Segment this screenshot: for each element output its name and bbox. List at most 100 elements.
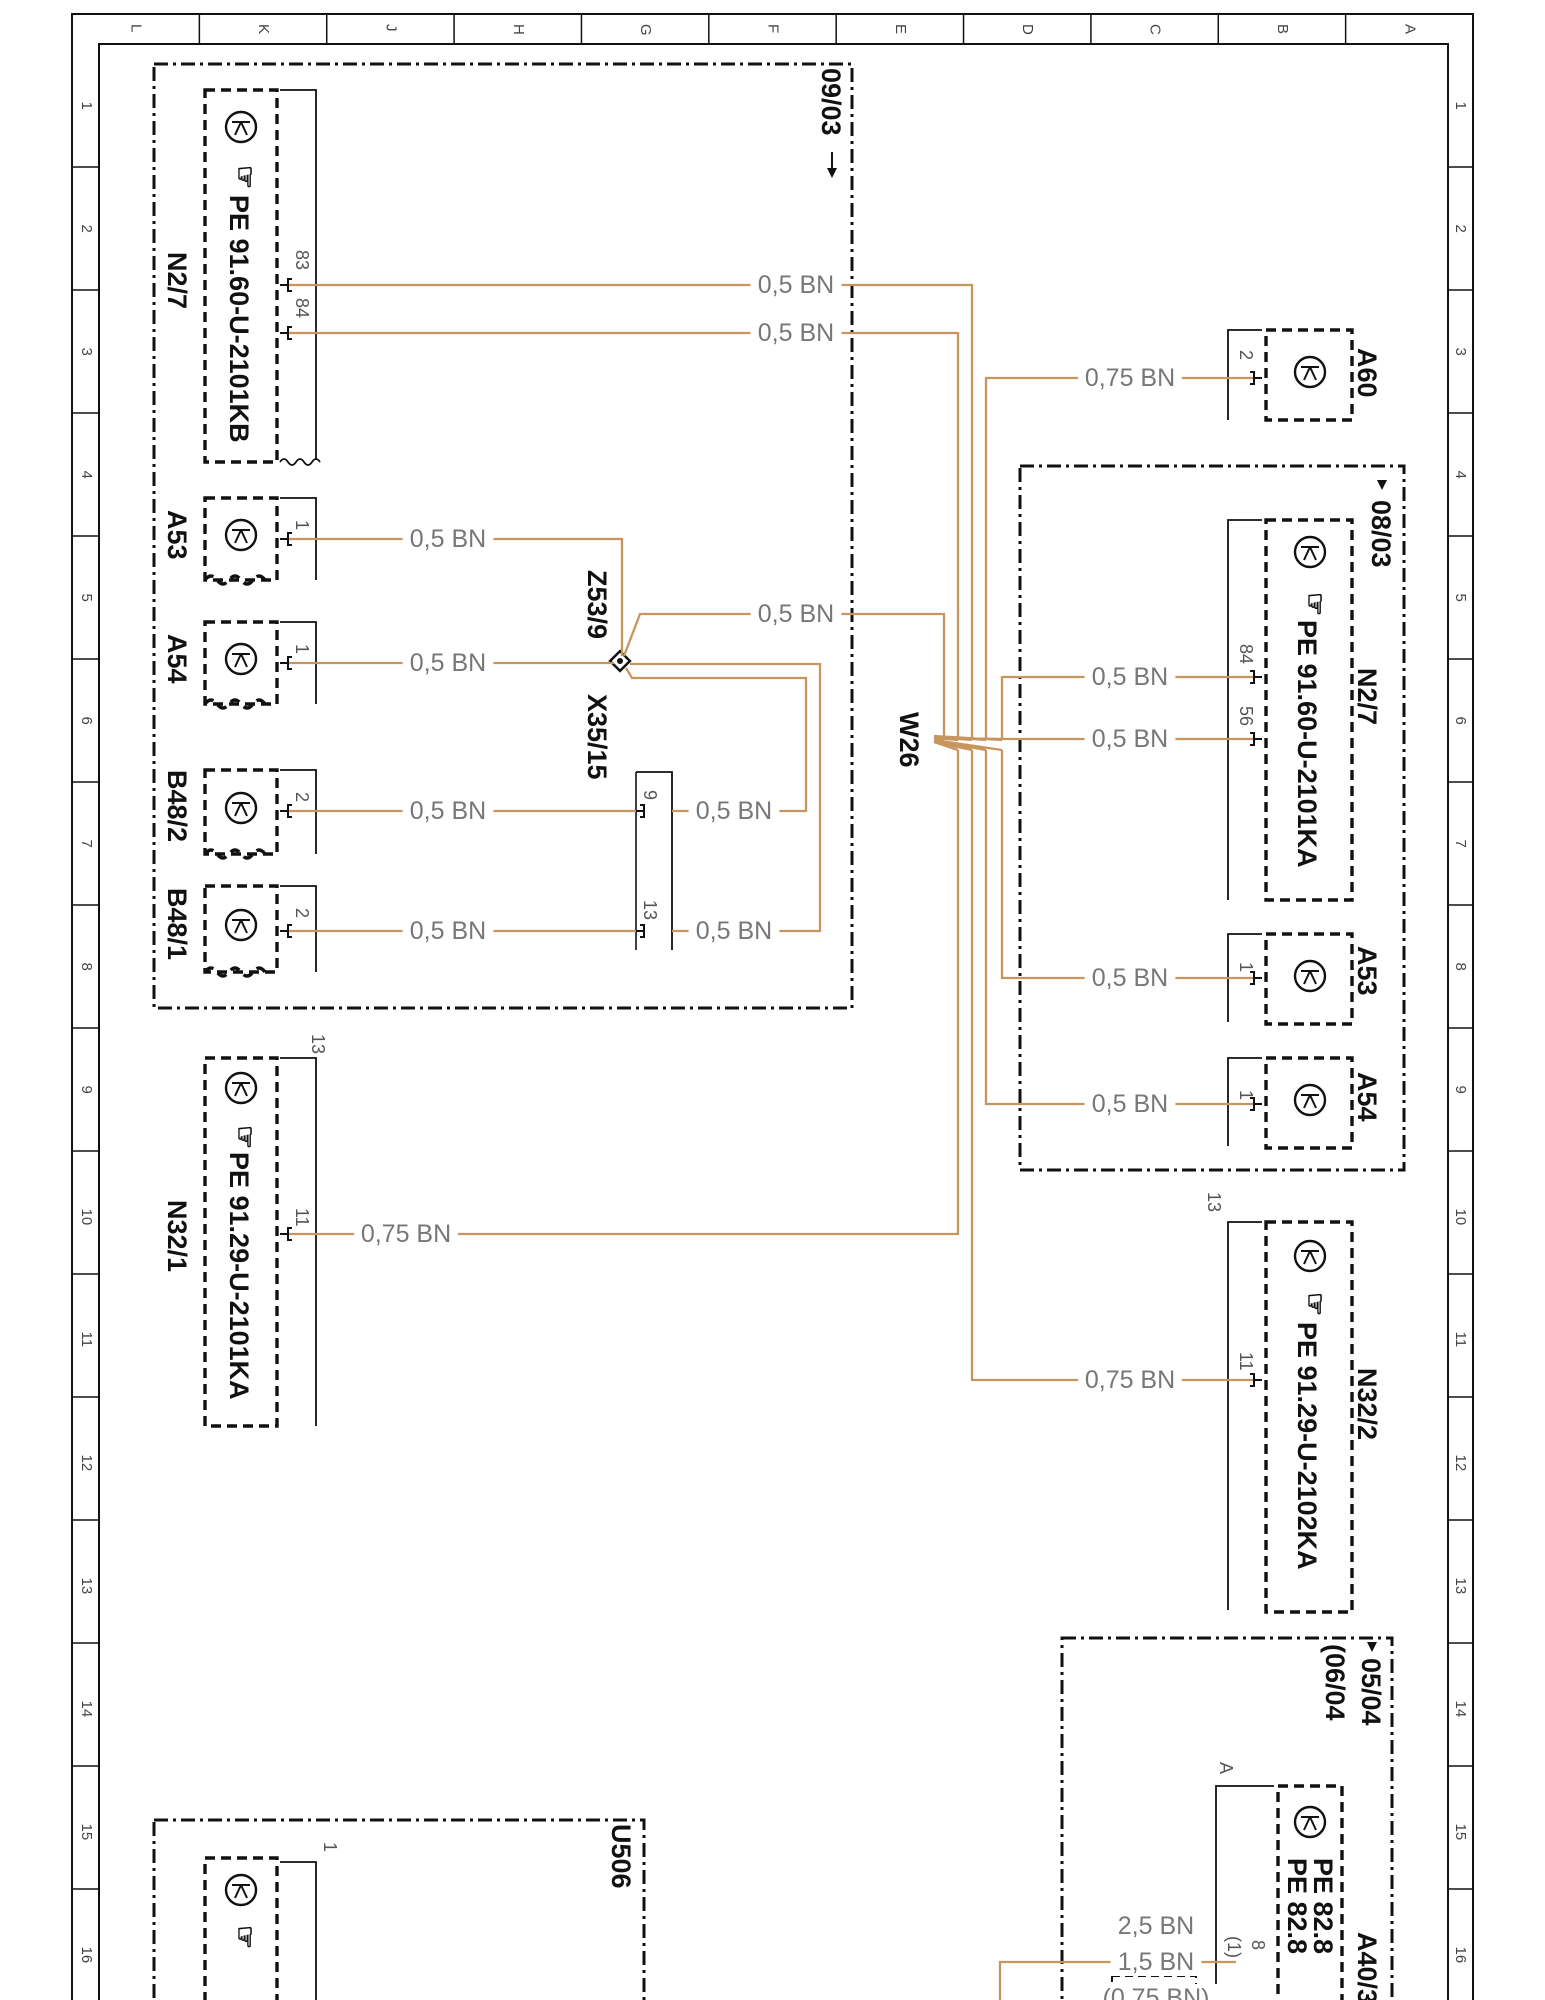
- box-a40-date2: (06/04: [1320, 1644, 1350, 1721]
- ruler-number: 2: [1452, 225, 1469, 233]
- ruler-letter: E: [892, 24, 909, 34]
- wire-label: 0,5 BN: [758, 271, 834, 299]
- ruler-number: 2: [78, 225, 95, 233]
- component-b48-2: 2 B48/2: [162, 768, 317, 860]
- component-a53-right: 1 A53: [1227, 932, 1382, 1026]
- component-b48-1: 2 B48/1: [162, 884, 317, 978]
- wire-label: 0,5 BN: [1092, 725, 1168, 753]
- n27-right-name: N2/7: [1352, 668, 1382, 725]
- ruler-letter: A: [1401, 24, 1418, 34]
- b48-2-name: B48/2: [162, 770, 192, 842]
- pin-2: 2: [292, 908, 312, 918]
- a40-part-2: PE 82.8: [1282, 1858, 1312, 1954]
- ruler-letter: K: [255, 24, 272, 34]
- ruler-number: 14: [78, 1701, 95, 1718]
- splice-z53-9: Z53/9: [582, 570, 632, 673]
- pin-56: 56: [1236, 706, 1256, 726]
- ruler-number: 13: [1452, 1578, 1469, 1595]
- box-u506-outline: [152, 1818, 646, 2000]
- component-a53-left: 1 A53: [162, 496, 317, 586]
- ruler-number: 16: [1452, 1947, 1469, 1964]
- ruler-letter: F: [765, 24, 782, 33]
- wire-label: 0,75 BN: [1085, 1366, 1175, 1394]
- ruler-number: 11: [1452, 1332, 1469, 1348]
- part-number-icon: ☞: [1300, 592, 1330, 616]
- ruler-number: 15: [78, 1824, 95, 1841]
- pin-2: 2: [1236, 350, 1256, 360]
- ruler-number: 3: [1452, 348, 1469, 356]
- w26-name: W26: [894, 712, 924, 768]
- pin-1: 1: [292, 520, 312, 530]
- part-number-icon: ☞: [230, 1125, 260, 1149]
- ruler-number: 10: [78, 1209, 95, 1226]
- wire-label: 0,5 BN: [410, 917, 486, 945]
- pin-1: 1: [320, 1842, 340, 1852]
- component-a60: 2 A60: [1227, 328, 1382, 422]
- ruler-number: 16: [78, 1947, 95, 1964]
- corner-A: A: [1216, 1762, 1236, 1774]
- pin-13: 13: [1204, 1192, 1224, 1212]
- wire-label: 0,5 BN: [696, 797, 772, 825]
- n27-left-part: PE 91.60-U-2101KB: [224, 195, 254, 443]
- wire-labels: 0,5 BN 0,5 BN 0,5 BN 0,5 BN 0,5 BN 0,5 BN 0,5 …: [354, 271, 1221, 2000]
- n27-left-name: N2/7: [162, 252, 192, 309]
- component-a54-left: 1 A54: [162, 620, 317, 710]
- ruler-number: 7: [1452, 840, 1469, 848]
- a40-name: A40/3: [1352, 1932, 1382, 2000]
- box-right-outline: [1018, 464, 1406, 1172]
- pin-terminals: [280, 278, 1262, 1387]
- component-n32-1: 13 11 ☞ PE 91.29-U-2101KA N32/1: [162, 1034, 328, 1428]
- ruler-number: 9: [1452, 1086, 1469, 1094]
- ruler-letter: J: [382, 24, 399, 32]
- component-a40: A 8 (1) PE 82.8 PE 82.8 A40/3: [1215, 1762, 1382, 2000]
- n32-1-part: PE 91.29-U-2101KA: [224, 1152, 254, 1400]
- ruler-number: 10: [1452, 1209, 1469, 1226]
- pin-2: 2: [292, 792, 312, 802]
- ruler-number: 6: [78, 717, 95, 725]
- ruler-letter: H: [510, 24, 527, 35]
- box-left-outline: [152, 62, 854, 1010]
- ruler-letter: G: [637, 24, 654, 36]
- ruler-number: 1: [78, 102, 95, 110]
- pin-84: 84: [1236, 644, 1256, 664]
- n32-2-part: PE 91.29-U-2102KA: [1292, 1322, 1322, 1570]
- wire-label: 1,5 BN: [1118, 1948, 1194, 1976]
- wire-label: 0,5 BN: [758, 600, 834, 628]
- n32-2-name: N32/2: [1352, 1368, 1382, 1440]
- wire-label: 0,5 BN: [410, 797, 486, 825]
- component-u506-part: ☞ 1: [203, 1842, 340, 2000]
- ruler-letter: D: [1019, 24, 1036, 35]
- a53-right-name: A53: [1352, 946, 1382, 996]
- n32-1-name: N32/1: [162, 1200, 192, 1272]
- component-n27-left: 83 84 ☞ PE 91.60-U-2101KB N2/7: [162, 88, 321, 466]
- pin-alt-1: (1): [1224, 1936, 1244, 1958]
- pin-1: 1: [1236, 1090, 1256, 1100]
- ruler-number: 4: [1452, 471, 1469, 479]
- wire-label: 0,5 BN: [758, 319, 834, 347]
- ruler-letter: B: [1274, 24, 1291, 34]
- box-u506-name: U506: [606, 1824, 636, 1889]
- part-number-icon: ☞: [1300, 1292, 1330, 1316]
- pin-84: 84: [292, 298, 312, 318]
- ruler-letter: C: [1147, 24, 1164, 35]
- ruler-number: 12: [1452, 1455, 1469, 1472]
- box-left-date: 09/03: [816, 68, 846, 136]
- pin-1: 1: [1236, 962, 1256, 972]
- ruler-number: 11: [78, 1332, 95, 1348]
- wire-label: 0,5 BN: [410, 649, 486, 677]
- component-n32-2: 13 11 ☞ PE 91.29-U-2102KA N32/2: [1204, 1192, 1382, 1614]
- ruler-number: 12: [78, 1455, 95, 1472]
- pin-11: 11: [292, 1208, 312, 1227]
- part-number-icon: ☞: [230, 165, 260, 189]
- z53-9-name: Z53/9: [582, 570, 612, 639]
- ruler-number: 5: [78, 594, 95, 602]
- wire-label: 2,5 BN: [1118, 1912, 1194, 1940]
- pin-11: 11: [1236, 1352, 1256, 1371]
- a40-part: PE 82.8: [1308, 1858, 1338, 1954]
- ruler-number: 3: [78, 348, 95, 356]
- pin-13: 13: [640, 900, 660, 920]
- ruler-number: 8: [1452, 963, 1469, 971]
- a54-left-name: A54: [162, 634, 192, 684]
